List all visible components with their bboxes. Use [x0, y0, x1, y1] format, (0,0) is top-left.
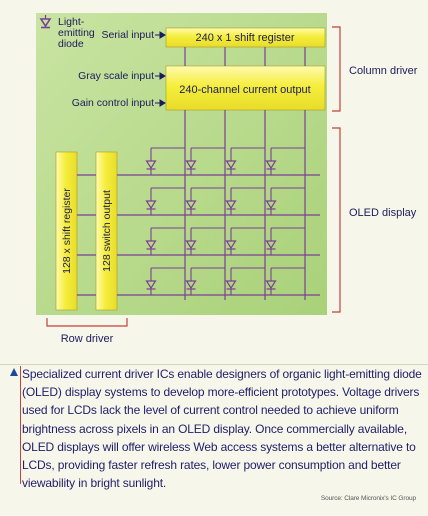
row-shift-register-label: 128 x shift register	[61, 188, 73, 274]
diode-icon	[225, 160, 237, 170]
row-driver-links	[77, 174, 96, 296]
diode-icon	[185, 160, 197, 170]
diode-icon	[185, 240, 197, 250]
legend-label-line2: emitting	[58, 27, 95, 39]
oled-driver-diagram: Light- emitting diode Serial input Gray …	[36, 13, 418, 345]
source-credit: Source: Clare Micronix's IC Group	[320, 495, 416, 502]
serial-input-label: Serial input	[101, 29, 154, 41]
oled-display-label: OLED display	[349, 207, 417, 219]
oled-display-bracket	[332, 127, 341, 313]
legend-label-line3: diode	[58, 38, 84, 50]
diode-icon	[185, 200, 197, 210]
shift-register-label: 240 x 1 shift register	[195, 32, 294, 44]
diode-icon	[145, 240, 157, 250]
caption-rule	[20, 366, 21, 484]
diode-icon	[225, 200, 237, 210]
register-to-output-lines	[184, 47, 306, 66]
row-switch-output-block	[95, 151, 118, 311]
current-output-block	[165, 65, 326, 111]
caption-triangle-icon	[10, 368, 18, 376]
diode-icon	[265, 200, 277, 210]
row-driver-bracket	[46, 318, 128, 327]
diode-legend-icon	[39, 15, 52, 29]
oled-panel-background	[36, 13, 327, 315]
input-arrows	[155, 31, 166, 107]
caption-area: Specialized current driver ICs enable de…	[0, 364, 428, 516]
current-output-label: 240-channel current output	[179, 84, 310, 96]
diode-icon	[225, 240, 237, 250]
gain-control-input-label: Gain control input	[72, 97, 154, 109]
diode-icon	[225, 280, 237, 290]
caption-text: Specialized current driver ICs enable de…	[22, 367, 422, 491]
column-driver-bracket	[332, 26, 341, 112]
diode-icon	[185, 280, 197, 290]
legend-label-line1: Light-	[58, 16, 85, 28]
row-switch-output-label: 128 switch output	[101, 190, 113, 272]
row-driver-label: Row driver	[61, 333, 114, 345]
diode-icon	[145, 280, 157, 290]
shift-register-block	[165, 27, 326, 48]
gray-scale-input-label: Gray scale input	[78, 70, 154, 82]
row-shift-register-block	[55, 151, 78, 311]
diode-icon	[145, 160, 157, 170]
column-driver-label: Column driver	[349, 65, 418, 77]
oled-pixel-matrix	[117, 110, 320, 300]
diode-icon	[145, 200, 157, 210]
diode-icon	[265, 160, 277, 170]
diode-icon	[265, 280, 277, 290]
diode-icon	[265, 240, 277, 250]
